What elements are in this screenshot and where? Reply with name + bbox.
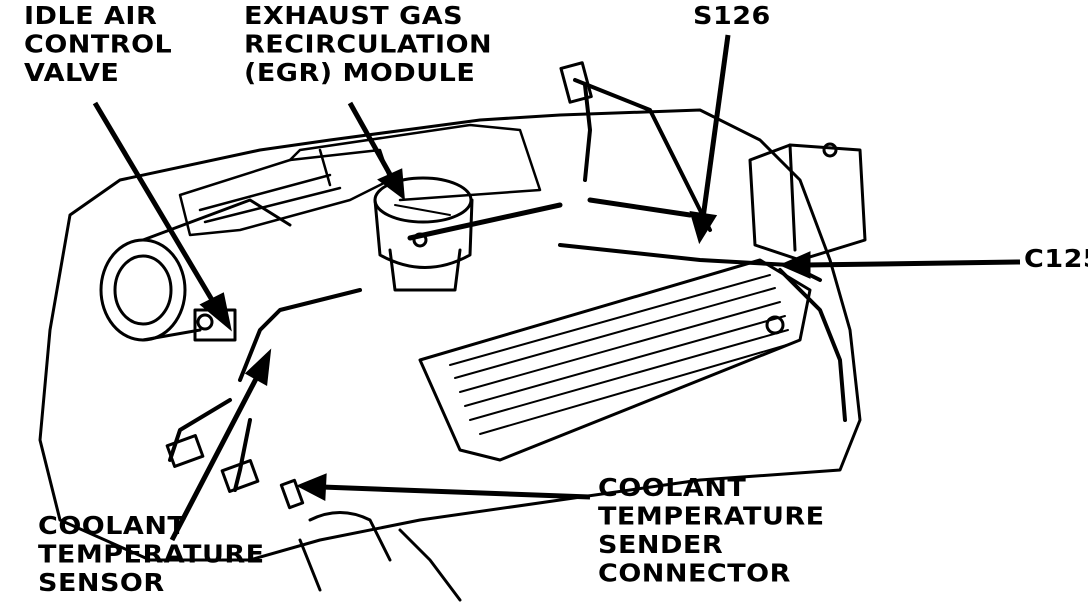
arrow-ctsc [302, 477, 590, 497]
sensor-connectors [167, 436, 303, 508]
intake-plenum [180, 125, 540, 235]
label-line: CONTROL [24, 31, 172, 60]
label-line: (EGR) MODULE [244, 59, 492, 88]
label-line: RECIRCULATION [244, 31, 492, 60]
wiring-harness [170, 80, 845, 490]
label-connector-c125: C125 [1024, 245, 1088, 274]
valve-cover [420, 260, 810, 460]
label-coolant-temperature-sender-connector: COOLANT TEMPERATURE SENDER CONNECTOR [598, 474, 825, 588]
label-line: TEMPERATURE [598, 503, 825, 532]
label-idle-air-control-valve: IDLE AIR CONTROL VALVE [24, 2, 172, 88]
label-line: COOLANT [38, 512, 265, 541]
label-egr-module: EXHAUST GAS RECIRCULATION (EGR) MODULE [244, 2, 492, 88]
label-line: IDLE AIR [24, 2, 172, 31]
label-line: CONNECTOR [598, 560, 825, 589]
label-line: COOLANT [598, 474, 825, 503]
label-splice-s126: S126 [693, 2, 771, 31]
label-line: EXHAUST GAS [244, 2, 492, 31]
arrow-egr [350, 103, 402, 195]
label-line: C125 [1024, 245, 1088, 274]
label-line: SENSOR [38, 569, 265, 598]
label-line: VALVE [24, 59, 172, 88]
label-coolant-temperature-sensor: COOLANT TEMPERATURE SENSOR [38, 512, 265, 598]
arrow-c125 [785, 255, 1020, 275]
label-line: SENDER [598, 531, 825, 560]
label-line: S126 [693, 2, 771, 31]
lower-hoses [300, 513, 460, 601]
label-line: TEMPERATURE [38, 541, 265, 570]
